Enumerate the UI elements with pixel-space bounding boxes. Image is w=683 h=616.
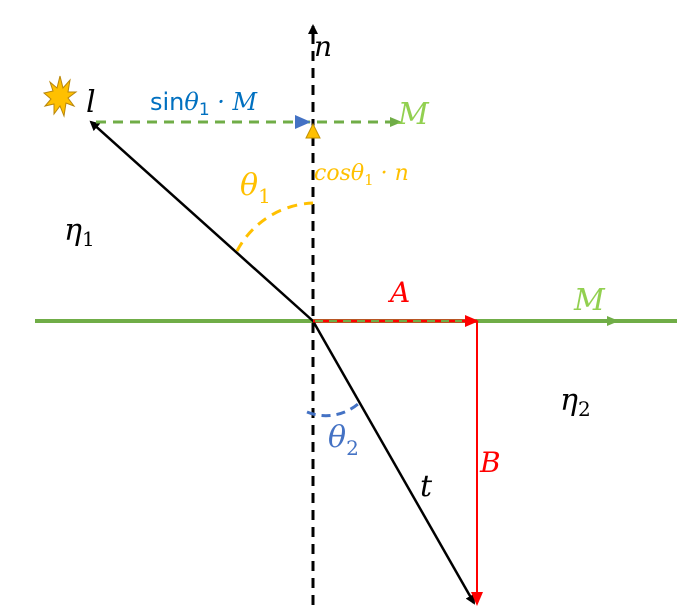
light-label: l bbox=[86, 85, 96, 120]
cos-triangle-marker bbox=[305, 122, 321, 139]
theta2-arc bbox=[306, 402, 359, 418]
eta1-label: η1 bbox=[64, 213, 95, 251]
transmit-label: t bbox=[420, 469, 433, 504]
normal-label: n bbox=[314, 30, 332, 63]
M-surface-label: M bbox=[573, 283, 606, 318]
light-source-icon bbox=[42, 75, 78, 118]
theta1-arc bbox=[235, 201, 314, 252]
cos-projection-label: cosθ1 · n bbox=[314, 161, 409, 189]
light-vector bbox=[89, 120, 314, 322]
M-top-label: M bbox=[397, 97, 430, 132]
transmit-vector bbox=[311, 320, 476, 605]
eta2-label: η2 bbox=[560, 383, 591, 421]
B-label: B bbox=[479, 446, 501, 479]
theta1-label: θ1 bbox=[240, 168, 271, 208]
sin-projection-label: sinθ1 · M bbox=[150, 88, 259, 120]
sin-triangle-marker bbox=[295, 115, 311, 129]
theta2-label: θ2 bbox=[328, 420, 359, 460]
A-label: A bbox=[387, 276, 410, 309]
